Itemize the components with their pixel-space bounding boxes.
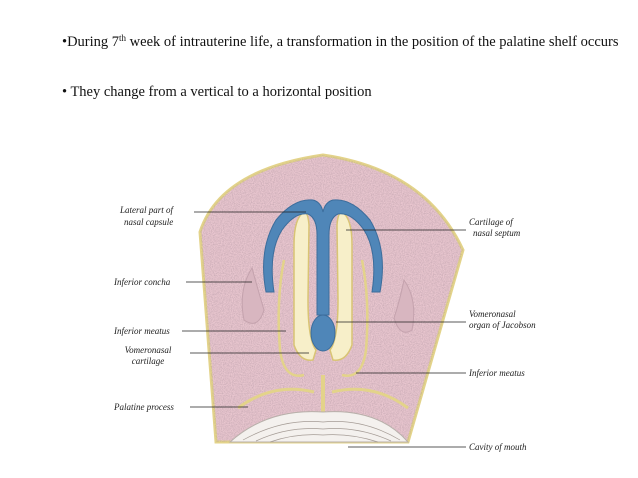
cavity-of-mouth-area: [228, 411, 410, 443]
label-inferior-meatus-left: Inferior meatus: [113, 326, 170, 336]
label-cartilage-line1: Cartilage of: [469, 217, 514, 227]
bullet-2-marker: •: [62, 84, 68, 100]
label-lateral-part-line2: nasal capsule: [124, 217, 173, 227]
bullet-1-rest: week of intrauterine life, a transformat…: [126, 34, 619, 50]
label-vomeronasal-cartilage-line2: cartilage: [132, 356, 165, 366]
nasal-capsule-cartilage: [263, 199, 383, 316]
label-cartilage-line2: nasal septum: [473, 228, 521, 238]
bullet-1-superscript: th: [119, 33, 127, 43]
label-lateral-part-line1: Lateral part of: [119, 205, 175, 215]
label-vomeronasal-cartilage-line1: Vomeronasal: [125, 345, 172, 355]
left-lateral-channel: [277, 259, 305, 377]
right-lateral-channel: [341, 259, 369, 377]
palatine-shelf-lines: [237, 387, 409, 410]
tissue-speckle: [200, 155, 463, 442]
label-inferior-meatus-right: Inferior meatus: [468, 368, 525, 378]
tongue-striations: [242, 421, 401, 443]
nasal-cross-section-figure: Lateral part of nasal capsule Inferior c…: [113, 153, 536, 452]
label-vomeronasal-organ-line2: organ of Jacobson: [469, 320, 536, 330]
bullet-1-prefix: •During 7: [62, 34, 120, 50]
label-vomeronasal-organ-line1: Vomeronasal: [469, 309, 516, 319]
right-nasal-cavity: [329, 211, 353, 361]
label-cavity-of-mouth: Cavity of mouth: [469, 442, 527, 452]
leader-lines: [182, 211, 466, 448]
label-palatine-process: Palatine process: [113, 402, 174, 412]
bullet-1: •During 7th week of intrauterine life, a…: [62, 33, 622, 52]
bullet-2: • They change from a vertical to a horiz…: [62, 83, 622, 102]
septum-base: [310, 314, 336, 352]
bullet-2-text: They change from a vertical to a horizon…: [67, 84, 372, 100]
right-concha: [393, 278, 415, 333]
left-nasal-cavity: [293, 211, 317, 361]
label-inferior-concha: Inferior concha: [113, 277, 171, 287]
